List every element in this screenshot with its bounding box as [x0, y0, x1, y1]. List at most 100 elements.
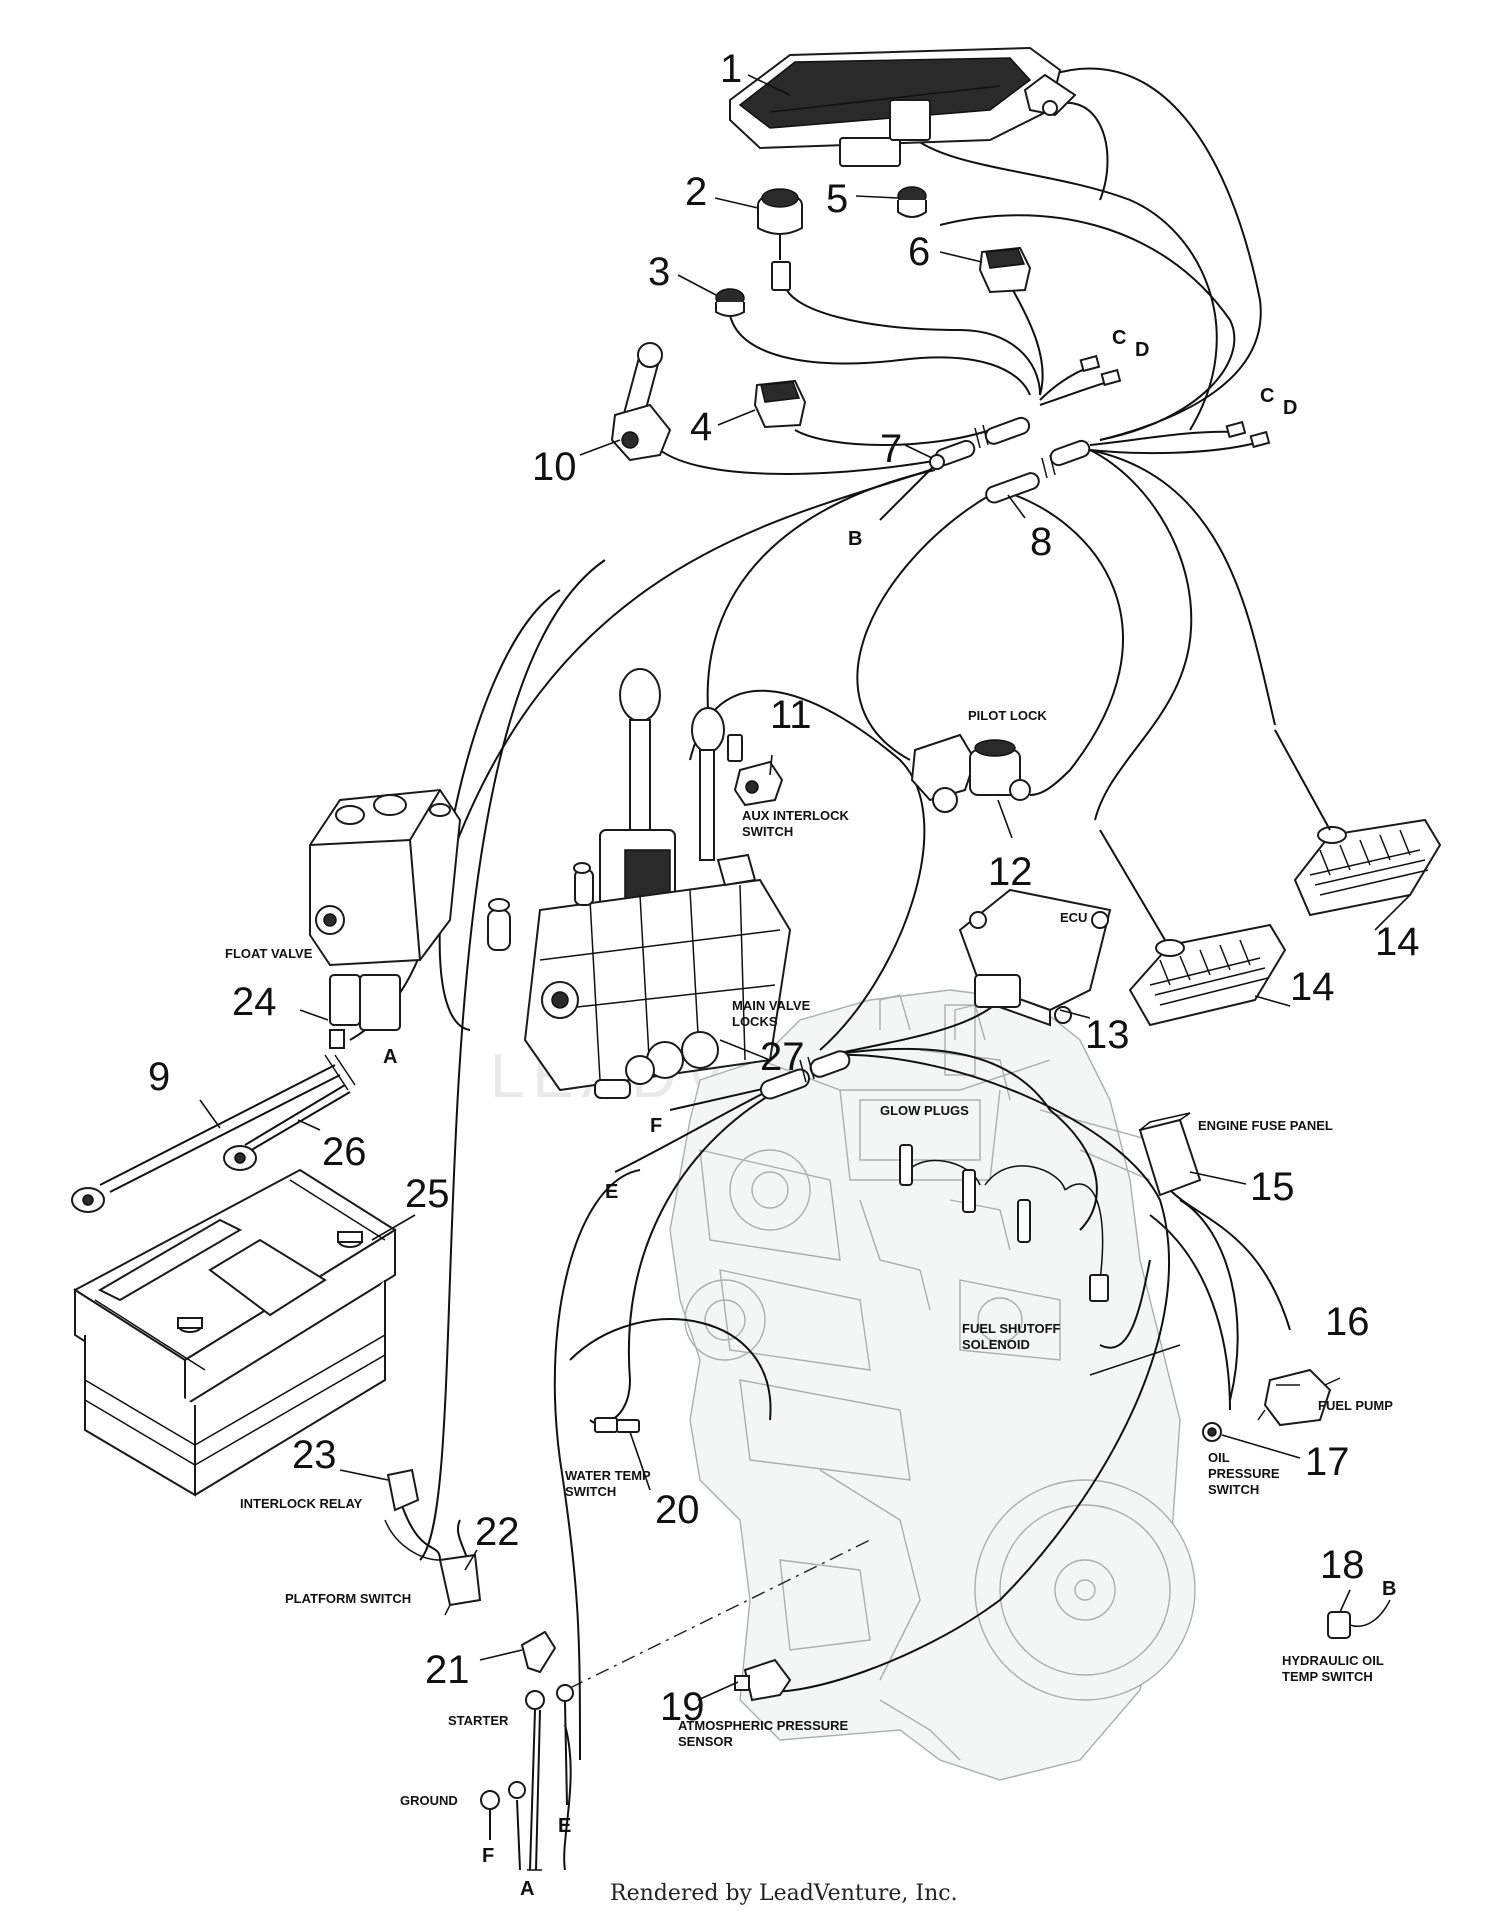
- callout-16: 16: [1325, 1300, 1370, 1344]
- callout-4: 4: [690, 405, 712, 449]
- callout-11: 11: [770, 693, 812, 737]
- letter-a-starter: A: [520, 1878, 534, 1900]
- switch-2: [757, 188, 803, 291]
- label-fuel-shutoff-1: FUEL SHUTOFF: [962, 1321, 1061, 1336]
- rocker-switch-4: [753, 379, 807, 429]
- callout-14b: 14: [1375, 920, 1420, 964]
- connector-c-right: [1225, 420, 1247, 439]
- callout-21: 21: [425, 1648, 470, 1692]
- label-pilot-lock: PILOT LOCK: [968, 708, 1047, 723]
- connector-d-right: [1249, 430, 1271, 449]
- hydraulic-oil-temp-switch: [1327, 1599, 1391, 1639]
- leader-lines: [199, 74, 1411, 1701]
- platform-switch: [438, 1553, 482, 1616]
- callout-8: 8: [1030, 520, 1052, 564]
- callout-9: 9: [148, 1055, 170, 1099]
- label-atm-sensor-1: ATMOSPHERIC PRESSURE: [678, 1718, 849, 1733]
- letter-b-hydraulic: B: [1382, 1578, 1396, 1600]
- label-glow-plugs: GLOW PLUGS: [880, 1103, 969, 1118]
- callout-1: 1: [720, 47, 742, 91]
- label-float-valve: FLOAT VALVE: [225, 946, 313, 961]
- label-main-valve-2: LOCKS: [732, 1014, 778, 1029]
- instrument-display: [729, 46, 1062, 167]
- engine-illustration: [669, 989, 1196, 1781]
- letter-d-upper: D: [1135, 339, 1149, 361]
- harness-27: [759, 1050, 851, 1100]
- callout-10: 10: [532, 445, 577, 489]
- label-starter: STARTER: [448, 1713, 509, 1728]
- label-hyd-oil-1: HYDRAULIC OIL: [1282, 1653, 1384, 1668]
- label-atm-sensor-2: SENSOR: [678, 1734, 734, 1749]
- callout-7: 7: [880, 427, 902, 471]
- interlock-relay: [384, 1468, 441, 1561]
- callout-5: 5: [826, 177, 848, 221]
- engine-fuse-panel: [1138, 1112, 1202, 1197]
- callout-22: 22: [475, 1510, 520, 1554]
- label-hyd-oil-2: TEMP SWITCH: [1282, 1669, 1373, 1684]
- label-ground: GROUND: [400, 1793, 458, 1808]
- connector-c-upper: [1079, 354, 1101, 373]
- button-3: [715, 288, 745, 317]
- label-interlock-relay: INTERLOCK RELAY: [240, 1496, 363, 1511]
- letter-e-harness: E: [605, 1181, 618, 1203]
- letter-a-battery-cable: A: [383, 1046, 397, 1068]
- fuel-pump: [1257, 1368, 1341, 1427]
- display-connector: [1023, 73, 1077, 117]
- aux-interlock-switch: [727, 734, 784, 807]
- component-labels: PILOT LOCK AUX INTERLOCK SWITCH ECU FLOA…: [225, 708, 1393, 1808]
- label-aux-interlock-2: SWITCH: [742, 824, 793, 839]
- footer-credit: Rendered by LeadVenture, Inc.: [610, 1881, 958, 1906]
- label-engine-fuse-panel: ENGINE FUSE PANEL: [1198, 1118, 1333, 1133]
- label-oil-pressure-3: SWITCH: [1208, 1482, 1259, 1497]
- harness-8: [985, 439, 1091, 504]
- label-water-temp-1: WATER TEMP: [565, 1468, 651, 1483]
- ecu-module: [958, 888, 1112, 1027]
- label-fuel-shutoff-2: SOLENOID: [962, 1337, 1030, 1352]
- label-water-temp-2: SWITCH: [565, 1484, 616, 1499]
- alignment-line: [569, 1539, 871, 1689]
- glow-plugs: [899, 1144, 1109, 1302]
- callout-26: 26: [322, 1130, 367, 1174]
- label-oil-pressure-1: OIL: [1208, 1450, 1230, 1465]
- letter-c-upper: C: [1112, 327, 1126, 349]
- harness-wires: [349, 67, 1291, 1871]
- letter-e-cable: E: [558, 1815, 571, 1837]
- starter-cables: [480, 1630, 574, 1871]
- battery: [73, 1168, 397, 1497]
- label-oil-pressure-2: PRESSURE: [1208, 1466, 1280, 1481]
- callout-14a: 14: [1290, 965, 1335, 1009]
- harness-7: [929, 416, 1031, 470]
- callout-6: 6: [908, 230, 930, 274]
- callout-12: 12: [988, 850, 1033, 894]
- callout-27: 27: [760, 1035, 805, 1079]
- throttle-lever-10: [610, 342, 672, 462]
- callout-23: 23: [292, 1433, 337, 1477]
- battery-cables: [71, 1054, 356, 1213]
- button-5: [897, 186, 927, 218]
- callout-20: 20: [655, 1488, 700, 1532]
- letter-c-right: C: [1260, 385, 1274, 407]
- letter-b-harness: B: [848, 528, 862, 550]
- callout-25: 25: [405, 1172, 450, 1216]
- letter-f-harness: F: [650, 1115, 662, 1137]
- float-valve: [309, 788, 462, 1049]
- letter-f-ground: F: [482, 1845, 494, 1867]
- label-fuel-pump: FUEL PUMP: [1318, 1398, 1393, 1413]
- label-main-valve-1: MAIN VALVE: [732, 998, 811, 1013]
- oil-pressure-switch: [1202, 1422, 1222, 1442]
- connector-letters: C D C D B A F E B F A E: [383, 327, 1396, 1900]
- label-platform-switch: PLATFORM SWITCH: [285, 1591, 411, 1606]
- main-control-valve: [487, 668, 792, 1099]
- callout-17: 17: [1305, 1440, 1350, 1484]
- callout-3: 3: [648, 250, 670, 294]
- fuel-shutoff-solenoid: [1089, 1344, 1181, 1376]
- callout-13: 13: [1085, 1013, 1130, 1057]
- work-light-left: [1128, 923, 1287, 1027]
- connector-d-upper: [1100, 368, 1122, 387]
- rocker-switch-6: [978, 246, 1032, 294]
- letter-d-right: D: [1283, 397, 1297, 419]
- callout-2: 2: [685, 170, 707, 214]
- water-temp-switch: [594, 1417, 640, 1433]
- label-ecu: ECU: [1060, 910, 1087, 925]
